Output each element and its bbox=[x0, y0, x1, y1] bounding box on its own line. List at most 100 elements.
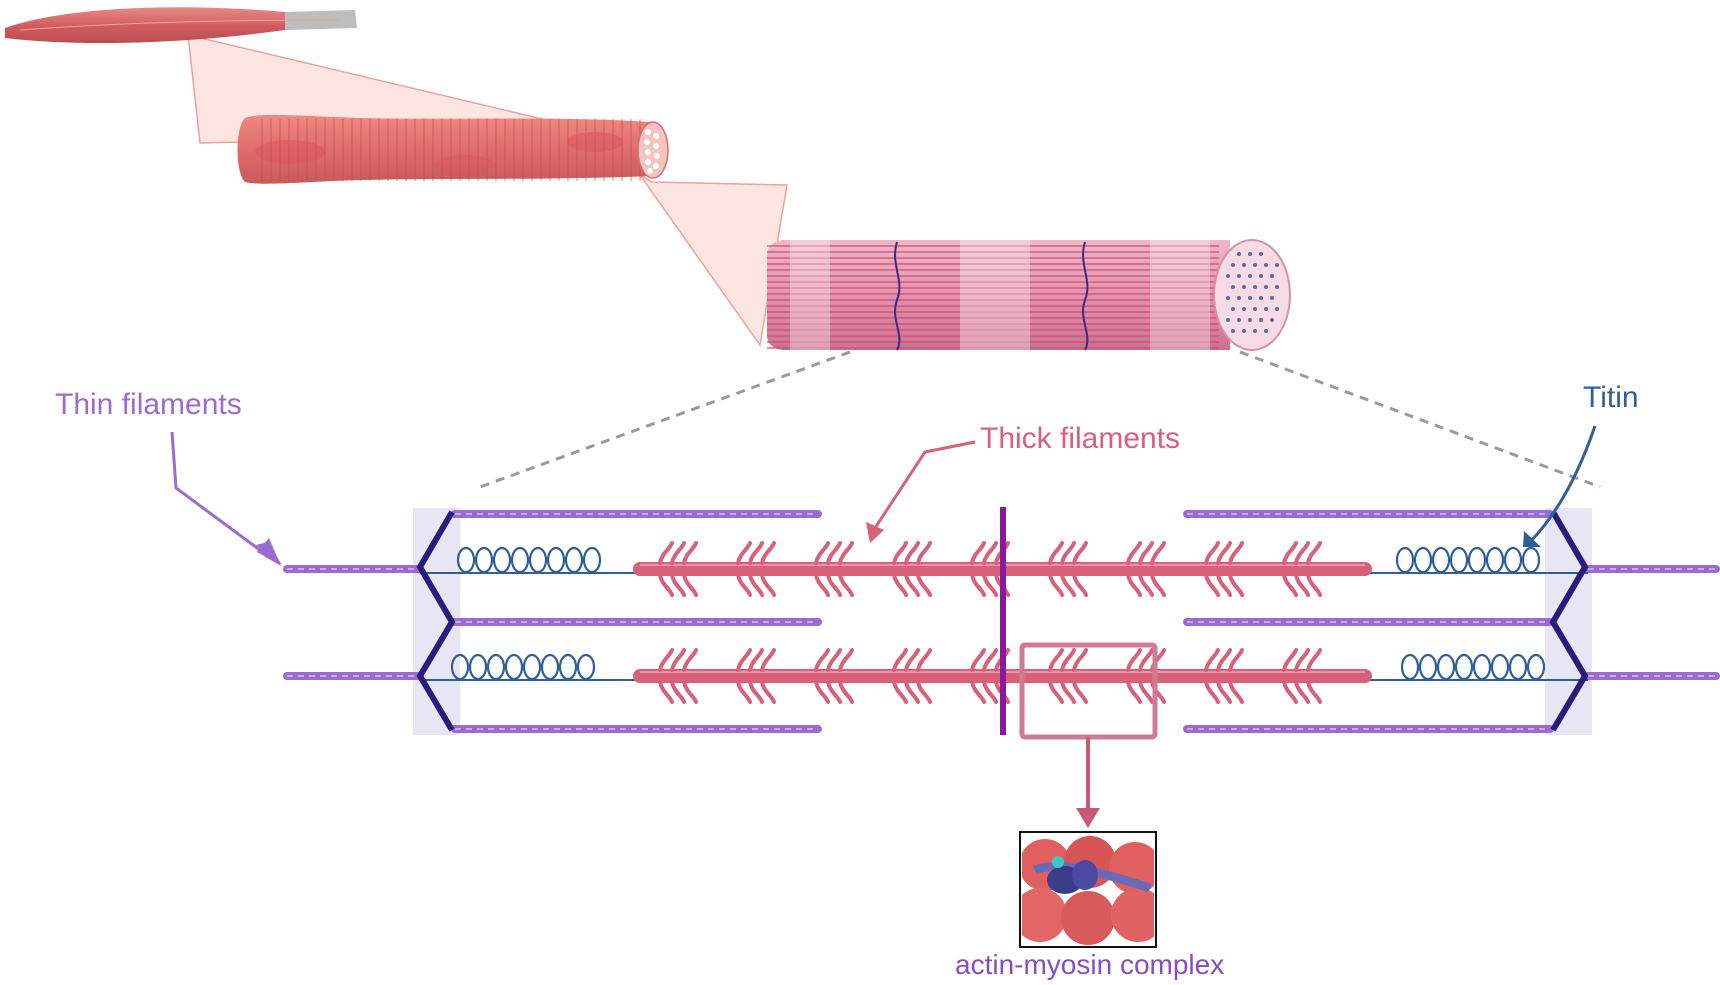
myosin-head bbox=[814, 573, 830, 597]
myosin-head bbox=[1060, 541, 1076, 565]
myosin-head bbox=[904, 541, 920, 565]
myofibril-dot bbox=[1231, 307, 1235, 311]
myosin-head bbox=[736, 680, 752, 704]
myosin-head bbox=[1216, 573, 1232, 597]
myosin-head bbox=[658, 573, 674, 597]
myofibril-dot bbox=[1270, 274, 1274, 278]
myofibril-band bbox=[960, 240, 1030, 350]
zoom-cone-2 bbox=[639, 174, 788, 347]
myosin-head bbox=[1048, 648, 1064, 672]
myosin-head bbox=[1228, 573, 1244, 597]
myosin-head bbox=[1048, 680, 1064, 704]
myosin-head bbox=[1306, 648, 1322, 672]
myosin-head bbox=[826, 680, 842, 704]
myosin-head bbox=[1060, 648, 1076, 672]
myosin-head bbox=[1138, 648, 1154, 672]
myosin-head bbox=[670, 648, 686, 672]
myofibril-dot bbox=[1231, 285, 1235, 289]
myosin-head bbox=[904, 573, 920, 597]
myofibril-dot bbox=[1264, 307, 1268, 311]
myosin-head bbox=[1294, 680, 1310, 704]
titin-arrowhead bbox=[1523, 531, 1541, 547]
myofibril-dot bbox=[1248, 318, 1252, 322]
myofibril-dot bbox=[1259, 274, 1263, 278]
myofibril-dot bbox=[1226, 296, 1230, 300]
myosin-head bbox=[1072, 541, 1088, 565]
myofibril-dot bbox=[1231, 329, 1235, 333]
myosin-head bbox=[682, 648, 698, 672]
myosin-head bbox=[1138, 541, 1154, 565]
myosin-head bbox=[748, 573, 764, 597]
myosin-head bbox=[1138, 680, 1154, 704]
myosin-head bbox=[736, 648, 752, 672]
myofibril-dot bbox=[1237, 252, 1241, 256]
thick-filaments-arrowhead bbox=[866, 522, 884, 543]
myosin-head bbox=[1294, 541, 1310, 565]
myosin-head bbox=[1204, 680, 1220, 704]
myosin-head bbox=[826, 648, 842, 672]
myosin-head bbox=[1228, 680, 1244, 704]
myofibril-dot bbox=[1270, 296, 1274, 300]
myosin-head bbox=[1150, 541, 1166, 565]
z-disc-left bbox=[416, 510, 456, 732]
myofibril-dot bbox=[1253, 263, 1257, 267]
myosin-head bbox=[1126, 680, 1142, 704]
myosin-head bbox=[682, 573, 698, 597]
myofibril-dot bbox=[1253, 307, 1257, 311]
myosin-head bbox=[748, 541, 764, 565]
myosin-head bbox=[826, 541, 842, 565]
myosin-head bbox=[1216, 680, 1232, 704]
myosin-head bbox=[970, 648, 986, 672]
myosin-head bbox=[658, 648, 674, 672]
myofibril-dot bbox=[1237, 296, 1241, 300]
titin-spring bbox=[1365, 653, 1588, 681]
myosin-head bbox=[892, 573, 908, 597]
myosin-head bbox=[748, 648, 764, 672]
myosin-head bbox=[1282, 541, 1298, 565]
myosin-head bbox=[670, 573, 686, 597]
myosin-head bbox=[736, 573, 752, 597]
myofibril-dot bbox=[1248, 252, 1252, 256]
myosin-head bbox=[1228, 541, 1244, 565]
myosin-head bbox=[1306, 680, 1322, 704]
myosin-head bbox=[1282, 648, 1298, 672]
myofibril bbox=[767, 239, 1291, 351]
inset-arrow bbox=[1076, 737, 1100, 828]
zoom-line-left bbox=[479, 350, 851, 489]
myosin-head bbox=[838, 573, 854, 597]
myosin-head bbox=[982, 541, 998, 565]
myosin-head bbox=[658, 541, 674, 565]
myosin-head bbox=[760, 541, 776, 565]
myosin-head bbox=[904, 648, 920, 672]
titin-label: Titin bbox=[1583, 381, 1639, 414]
thin-filaments bbox=[283, 510, 1720, 733]
myosin-head bbox=[970, 541, 986, 565]
muscle-fiber bbox=[237, 114, 669, 184]
myosin-head bbox=[1060, 573, 1076, 597]
myosin-head bbox=[1126, 648, 1142, 672]
myosin-head bbox=[892, 648, 908, 672]
myofibril-dot bbox=[1270, 318, 1274, 322]
myosin-head bbox=[982, 648, 998, 672]
myosin-head bbox=[1204, 573, 1220, 597]
myosin-head bbox=[916, 648, 932, 672]
myosin-head bbox=[982, 573, 998, 597]
myosin-head bbox=[1282, 573, 1298, 597]
myofibril-dot bbox=[1237, 318, 1241, 322]
myosin-head bbox=[1228, 648, 1244, 672]
thick-filaments-label: Thick filaments bbox=[980, 422, 1181, 455]
myosin-head bbox=[1138, 573, 1154, 597]
myofibril-band bbox=[1150, 240, 1210, 350]
myosin-head bbox=[1306, 573, 1322, 597]
myosin-head bbox=[904, 680, 920, 704]
myosin-head bbox=[838, 648, 854, 672]
myofibril-dot bbox=[1259, 296, 1263, 300]
thin-filaments-arrow bbox=[170, 431, 269, 558]
myosin-head bbox=[658, 680, 674, 704]
myosin-head bbox=[826, 573, 842, 597]
titin-arrow bbox=[1530, 425, 1597, 542]
myosin-head bbox=[970, 680, 986, 704]
myosin-head bbox=[1216, 648, 1232, 672]
thin-filaments-arrowhead-2 bbox=[257, 538, 281, 566]
